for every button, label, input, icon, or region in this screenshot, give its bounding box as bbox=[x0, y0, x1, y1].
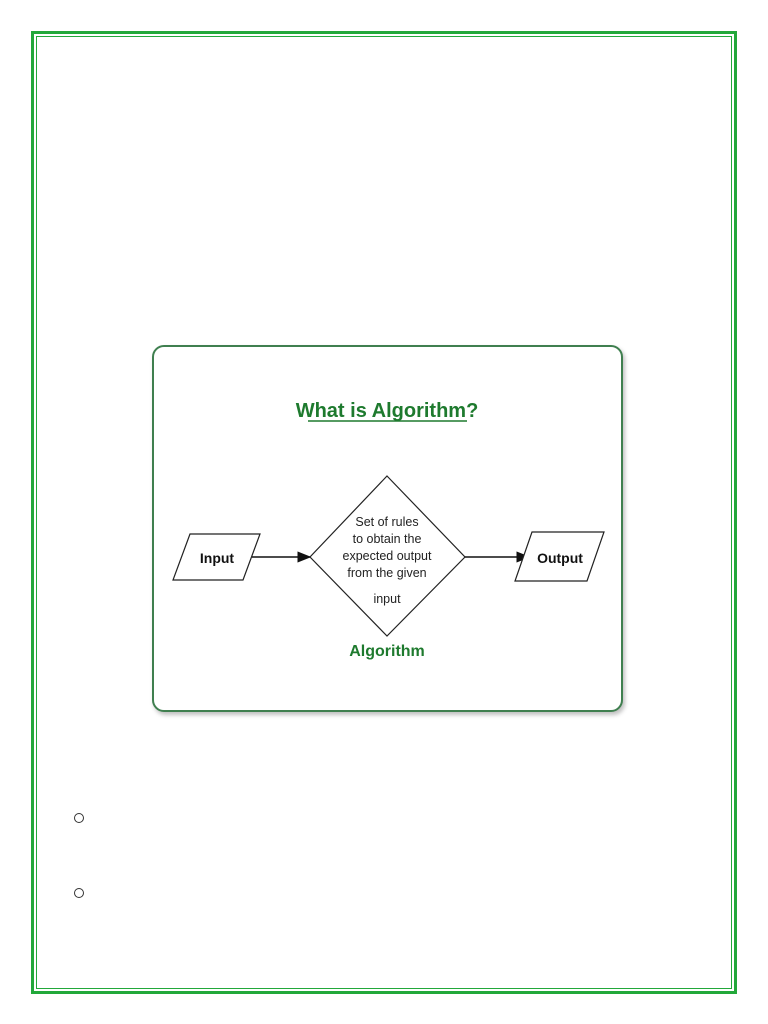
output-parallelogram bbox=[514, 531, 605, 582]
output-label: Output bbox=[537, 550, 583, 566]
algorithm-caption: Algorithm bbox=[349, 643, 425, 660]
input-label: Input bbox=[200, 550, 235, 566]
process-line-2: to obtain the bbox=[353, 532, 422, 546]
list-bullet bbox=[74, 813, 84, 823]
process-line-5: input bbox=[373, 592, 401, 606]
page-border-inner bbox=[36, 36, 732, 989]
page-border-outer bbox=[31, 31, 737, 994]
algorithm-diamond bbox=[309, 475, 466, 637]
process-line-4: from the given bbox=[347, 566, 426, 580]
list-bullet bbox=[74, 888, 84, 898]
process-line-3: expected output bbox=[343, 549, 432, 563]
process-line-1: Set of rules bbox=[355, 515, 418, 529]
diagram-title: What is Algorithm? bbox=[296, 400, 479, 422]
input-parallelogram bbox=[172, 533, 261, 581]
